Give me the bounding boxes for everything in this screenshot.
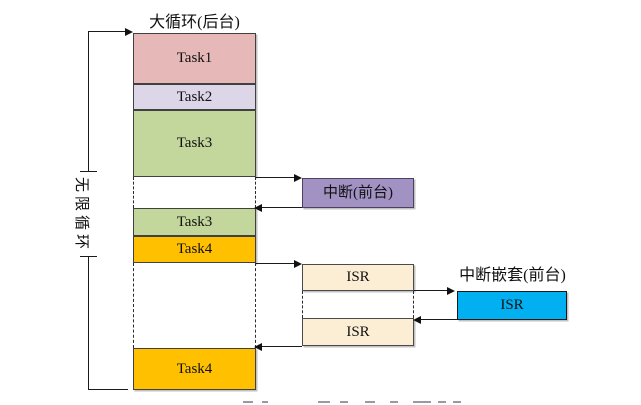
infinite-loop-label: 无限循环: [73, 176, 89, 253]
task3-label: Task3: [176, 135, 213, 151]
interrupt-foreground-block: 中断(前台): [302, 178, 414, 208]
task2-block: Task2: [133, 84, 256, 110]
task4-resume-label: Task4: [176, 361, 213, 377]
background-loop-title: 大循环(后台): [149, 14, 240, 31]
loop-top-arrowhead-icon: [125, 28, 133, 36]
nested-interrupt-title: 中断嵌套(前台): [459, 267, 566, 284]
arrow-isr-to-nested-head-icon: [447, 287, 455, 295]
nested-isr-block: ISR: [457, 291, 567, 320]
arrow-task3-to-interrupt-line: [256, 177, 297, 178]
loop-bracket-line-lower: [88, 256, 89, 390]
suspended-gap-2: [133, 263, 256, 348]
arrow-task3-to-interrupt-head-icon: [294, 174, 302, 182]
task3-block: Task3: [133, 110, 256, 177]
task4-block: Task4: [133, 236, 256, 263]
isr-second-label: ISR: [346, 324, 370, 340]
task4-label: Task4: [176, 241, 213, 257]
loop-bracket-top-line: [88, 31, 126, 32]
loop-label-tick-bottom: [80, 256, 97, 257]
loop-bracket-bottom-line: [88, 389, 128, 390]
task1-label: Task1: [176, 50, 213, 66]
arrow-interrupt-return-line: [261, 207, 302, 208]
task3-resume-block: Task3: [133, 208, 256, 236]
isr-first-block: ISR: [302, 264, 414, 291]
arrow-nested-return-head-icon: [413, 316, 421, 324]
arrow-nested-return-line: [420, 319, 457, 320]
arrow-task4-to-isr-line: [256, 263, 297, 264]
isr-first-label: ISR: [346, 269, 370, 285]
isr-gap-right-dash: [413, 291, 414, 318]
arrow-isr-to-nested-line: [414, 290, 450, 291]
loop-label-tick-top: [80, 171, 97, 172]
loop-bracket-line-upper: [88, 31, 89, 172]
arrow-interrupt-return-head-icon: [254, 204, 262, 212]
isr-second-block: ISR: [302, 318, 414, 346]
suspended-gap-1: [133, 177, 256, 208]
task2-label: Task2: [176, 89, 213, 105]
task3-resume-label: Task3: [176, 214, 213, 230]
interrupt-foreground-label: 中断(前台): [323, 185, 393, 201]
isr-gap-left-dash: [302, 291, 303, 318]
arrow-isr-return-line: [261, 346, 302, 347]
arrow-isr-return-head-icon: [254, 343, 262, 351]
nested-isr-label: ISR: [500, 297, 524, 313]
task4-resume-block: Task4: [133, 348, 256, 390]
task1-block: Task1: [133, 33, 256, 84]
arrow-task4-to-isr-head-icon: [294, 260, 302, 268]
